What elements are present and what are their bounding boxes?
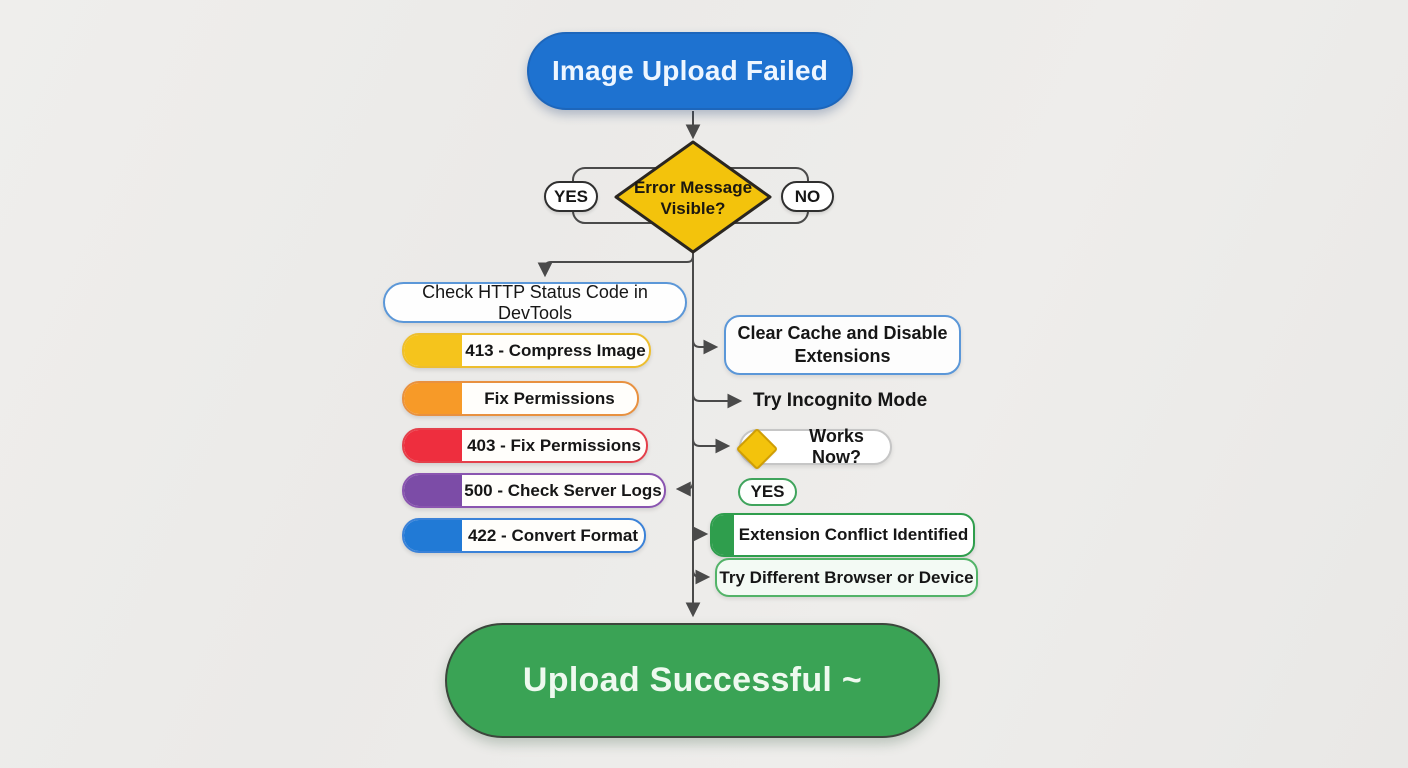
decision-no-pill: NO bbox=[781, 181, 834, 212]
edge-to-check-http bbox=[537, 250, 694, 278]
start-node-label: Image Upload Failed bbox=[551, 55, 829, 86]
works-now-yes-pill: YES bbox=[738, 478, 797, 506]
try-different-node: Try Different Browser or Device bbox=[715, 558, 978, 597]
try-incognito-label: Try Incognito Mode bbox=[753, 390, 928, 411]
status-row-413-swatch bbox=[404, 335, 462, 366]
extension-conflict-node: Extension Conflict Identified bbox=[710, 513, 975, 557]
status-row-fix-permissions-swatch bbox=[404, 383, 462, 414]
decision-diamond bbox=[614, 140, 772, 254]
decision-yes-pill: YES bbox=[544, 181, 598, 212]
status-row-403: 403 - Fix Permissions bbox=[402, 428, 648, 463]
status-row-422-swatch bbox=[404, 520, 462, 551]
success-node-label: Upload Successful ~ bbox=[522, 661, 863, 699]
status-row-422-label: 422 - Convert Format bbox=[467, 525, 639, 545]
start-node: Image Upload Failed bbox=[527, 32, 853, 110]
check-http-node: Check HTTP Status Code in DevTools bbox=[383, 282, 687, 323]
edge-to-extension-conflict bbox=[692, 526, 709, 542]
status-row-fix-permissions-label: Fix Permissions bbox=[484, 388, 615, 408]
edge-to-try-different bbox=[692, 569, 711, 585]
status-row-413-label: 413 - Compress Image bbox=[465, 340, 646, 360]
edge-to-clear-cache bbox=[692, 339, 719, 355]
status-row-500: 500 - Check Server Logs bbox=[402, 473, 666, 508]
success-node: Upload Successful ~ bbox=[445, 623, 940, 738]
decision-label: Error Message Visible? bbox=[633, 177, 753, 218]
status-row-403-swatch bbox=[404, 430, 462, 461]
extension-conflict-label: Extension Conflict Identified bbox=[738, 525, 969, 544]
edge-to-500-row bbox=[675, 481, 694, 497]
status-row-422: 422 - Convert Format bbox=[402, 518, 646, 553]
clear-cache-node: Clear Cache and Disable Extensions bbox=[724, 315, 961, 375]
status-row-403-label: 403 - Fix Permissions bbox=[467, 435, 641, 455]
status-row-413: 413 - Compress Image bbox=[402, 333, 651, 368]
status-row-500-swatch bbox=[404, 475, 462, 506]
status-row-fix-permissions: Fix Permissions bbox=[402, 381, 639, 416]
edge-to-works-now bbox=[692, 438, 731, 454]
edge-to-try-incognito bbox=[692, 393, 743, 409]
connector-lines bbox=[537, 111, 743, 618]
extension-conflict-accent bbox=[712, 515, 734, 555]
status-row-500-label: 500 - Check Server Logs bbox=[464, 480, 662, 500]
